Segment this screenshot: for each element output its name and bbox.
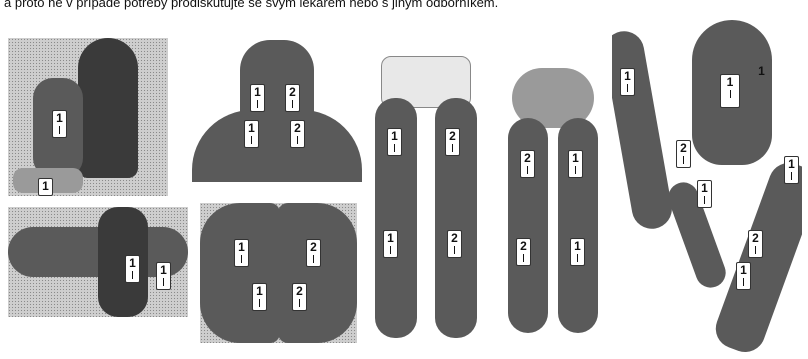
image-elbow: 1 1 [8, 207, 188, 317]
image-arm-sole: 1 2 1 1 1 1 2 1 [612, 20, 802, 359]
electrode-pad: 1 [720, 74, 740, 108]
electrode-pad: 1 [754, 64, 769, 80]
instruction-text: a proto ne v případě potřeby prodiskutuj… [4, 0, 804, 11]
electrode-pad: 1 [52, 110, 67, 138]
electrode-pad: 1 [383, 230, 398, 258]
electrode-pad: 2 [748, 230, 763, 258]
electrode-pad: 1 [620, 68, 635, 96]
electrode-pad: 1 [38, 178, 53, 196]
electrode-pad: 1 [387, 128, 402, 156]
image-legs-back: 2 1 2 1 [500, 38, 605, 335]
image-legs-front: 1 2 1 2 [365, 38, 485, 340]
image-neck: 1 2 1 2 [192, 40, 362, 182]
electrode-pad: 1 [736, 262, 751, 290]
electrode-pad: 1 [784, 156, 799, 184]
image-thigh-seated: 1 1 [8, 38, 168, 196]
electrode-pad: 2 [290, 120, 305, 148]
electrode-pad: 2 [520, 150, 535, 178]
electrode-pad: 2 [676, 140, 691, 168]
electrode-pad: 1 [568, 150, 583, 178]
image-buttocks: 1 2 1 2 [200, 203, 357, 343]
electrode-pad: 1 [234, 239, 249, 267]
electrode-pad: 1 [252, 283, 267, 311]
electrode-pad: 2 [516, 238, 531, 266]
electrode-pad: 1 [250, 84, 265, 112]
electrode-pad: 2 [285, 84, 300, 112]
electrode-pad: 2 [447, 230, 462, 258]
electrode-pad: 1 [570, 238, 585, 266]
electrode-pad: 1 [156, 262, 171, 290]
electrode-pad: 1 [125, 255, 140, 283]
electrode-pad: 2 [445, 128, 460, 156]
electrode-pad: 1 [697, 180, 712, 208]
electrode-pad: 2 [292, 283, 307, 311]
electrode-pad: 1 [244, 120, 259, 148]
electrode-pad: 2 [306, 239, 321, 267]
